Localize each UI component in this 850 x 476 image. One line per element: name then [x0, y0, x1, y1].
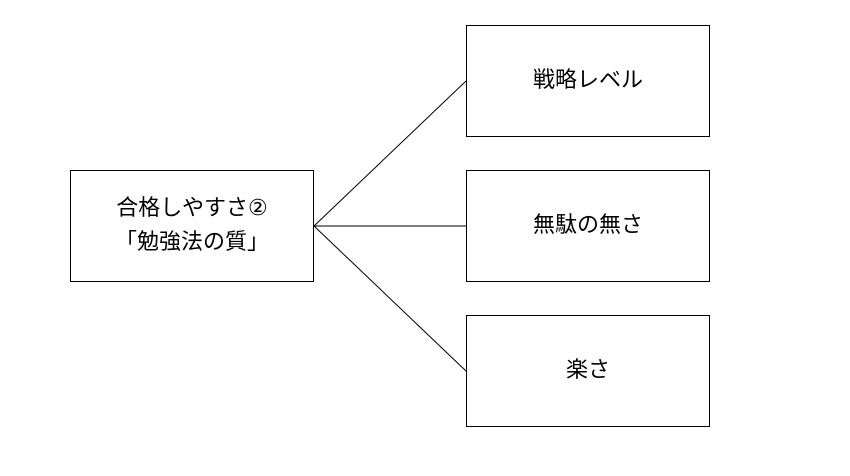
child-node-label: 楽さ [565, 358, 610, 383]
connector-to-child-3 [313, 225, 467, 372]
child-node-strategy-level: 戦略レベル [466, 25, 710, 137]
child-node-no-waste: 無駄の無さ [466, 170, 710, 282]
connector-to-child-1 [313, 80, 467, 227]
root-node: 合格しやすさ② 「勉強法の質」 [70, 170, 314, 282]
root-node-label-line2: 「勉強法の質」 [114, 230, 269, 255]
child-node-label: 無駄の無さ [532, 213, 643, 238]
root-node-label-line1: 合格しやすさ② [116, 196, 268, 221]
child-node-ease: 楽さ [466, 315, 710, 427]
child-node-label: 戦略レベル [532, 68, 643, 93]
